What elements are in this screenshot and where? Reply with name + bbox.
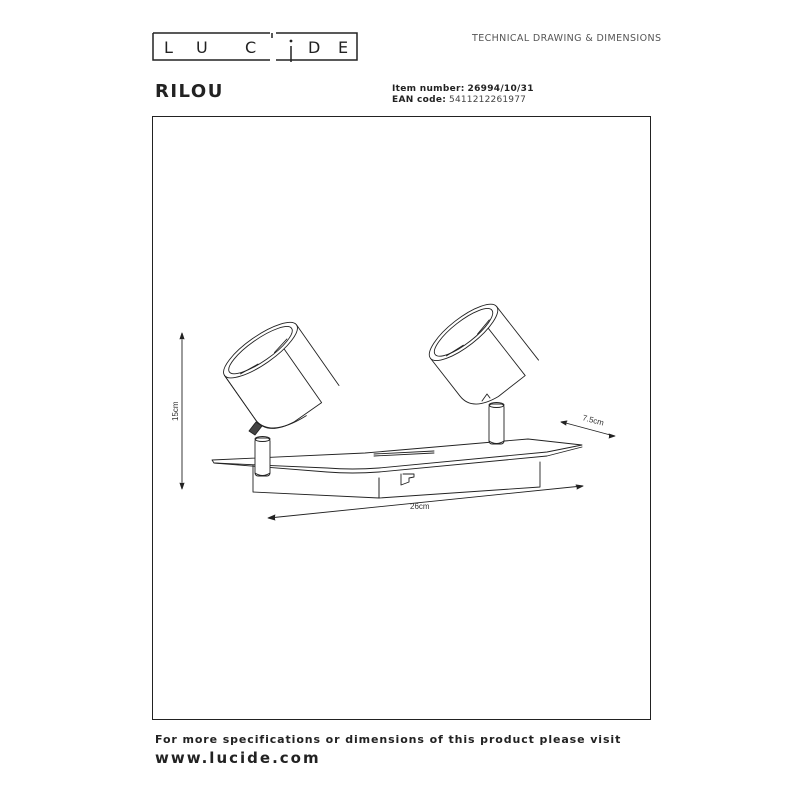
svg-text:U: U <box>196 38 208 57</box>
brand-logo: L U C D E <box>152 32 358 62</box>
base-plate <box>211 438 583 474</box>
depth-dimension: 7.5cm <box>560 413 616 439</box>
logo-letter-l: L <box>164 38 173 57</box>
product-name: RILOU <box>155 81 224 102</box>
item-number-row: Item number: 26994/10/31 <box>392 84 534 95</box>
footer-website-link[interactable]: www.lucide.com <box>155 749 321 767</box>
document-type-label: TECHNICAL DRAWING & DIMENSIONS <box>472 33 662 44</box>
length-dimension: 26cm <box>267 484 584 521</box>
svg-text:D: D <box>308 38 320 57</box>
drawing-frame <box>152 116 651 720</box>
footer-text: For more specifications or dimensions of… <box>155 733 622 746</box>
left-spotlight-head <box>223 321 340 429</box>
svg-text:E: E <box>338 38 348 57</box>
ean-label: EAN code: <box>392 95 447 105</box>
right-spotlight-stem <box>488 402 505 445</box>
right-spotlight-head <box>428 303 539 405</box>
item-number-value: 26994/10/31 <box>467 84 534 94</box>
height-dimension: 15cm <box>171 332 185 490</box>
base-housing <box>252 461 541 499</box>
ean-row: EAN code: 5411212261977 <box>392 95 534 106</box>
length-dimension-label: 26cm <box>410 502 430 511</box>
height-dimension-label: 15cm <box>171 401 180 421</box>
svg-text:C: C <box>245 38 256 57</box>
depth-dimension-label: 7.5cm <box>581 413 605 427</box>
item-number-label: Item number: <box>392 84 465 94</box>
technical-drawing: 15cm <box>152 116 651 720</box>
ean-value: 5411212261977 <box>449 95 527 105</box>
product-meta: Item number: 26994/10/31 EAN code: 54112… <box>392 84 534 106</box>
left-spotlight-stem <box>254 436 271 477</box>
